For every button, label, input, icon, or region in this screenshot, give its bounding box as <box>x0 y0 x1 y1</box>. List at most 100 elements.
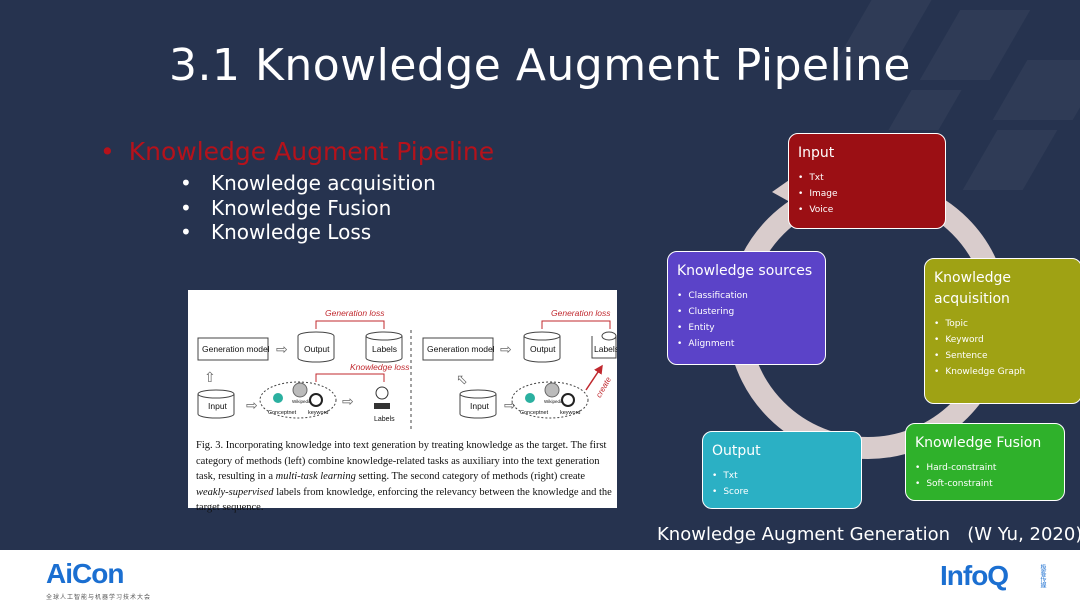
labels-cylinder-body <box>365 336 403 363</box>
knowledge-ellipse <box>259 381 337 419</box>
conceptnet-icon <box>273 393 283 403</box>
node-item: Sentence <box>934 348 1072 364</box>
input-label: Input <box>208 401 228 411</box>
keyword-label: keyword <box>560 410 580 416</box>
generation-loss-label: Generation loss <box>551 308 611 318</box>
infoq-logo-subtitle: 极客传媒 <box>1039 564 1046 588</box>
output-cylinder <box>298 336 334 358</box>
arrow-up-icon: ⇧ <box>204 369 216 385</box>
generation-model-label: Generation model <box>202 344 270 354</box>
node-items: Txt Score <box>712 468 852 500</box>
labels-cylinder-body <box>591 336 617 359</box>
conceptnet-icon <box>525 393 535 403</box>
caption-emphasis: weakly-supervised <box>196 486 274 498</box>
cycle-arrowhead-icon <box>772 178 792 202</box>
knowledge-ellipse <box>511 381 589 419</box>
node-item: Hard-constraint <box>915 460 1055 476</box>
generation-loss-label: Generation loss <box>325 308 385 318</box>
sub-bullet: • Knowledge Fusion <box>180 196 391 220</box>
wikipedia-icon <box>544 382 560 398</box>
knowledge-loss-bracket <box>315 373 385 382</box>
caption-text: labels from knowledge, enforcing the rel… <box>196 486 612 514</box>
wikipedia-label: Wikipedia <box>544 399 564 404</box>
labels-label: Labels <box>372 344 397 354</box>
node-item: Score <box>712 484 852 500</box>
generation-model-label: Generation model <box>427 344 495 354</box>
main-bullet-text: Knowledge Augment Pipeline <box>128 137 495 166</box>
arrow-up-left-icon: ⬁ <box>456 371 468 387</box>
figure-caption: Fig. 3. Incorporating knowledge into tex… <box>196 438 614 516</box>
arrow-right-icon: ⇨ <box>276 341 288 357</box>
node-items: Hard-constraint Soft-constraint <box>915 460 1055 492</box>
aicon-logo: AiCon <box>46 558 124 589</box>
bullet-dot-icon: • <box>180 171 192 195</box>
bullet-dot-icon: • <box>180 196 192 220</box>
node-item: Clustering <box>677 304 816 320</box>
generation-model-box <box>422 337 494 361</box>
input-label: Input <box>470 401 490 411</box>
cycle-node-sources: Knowledge sources Classification Cluster… <box>667 251 826 365</box>
node-items: Classification Clustering Entity Alignme… <box>677 288 816 352</box>
output-cylinder-body <box>297 336 335 363</box>
labels2-label: Labels <box>374 416 395 423</box>
node-item: Image <box>798 186 936 202</box>
cycle-node-input: Input Txt Image Voice <box>788 133 946 229</box>
output-cylinder-body <box>523 336 561 363</box>
labels-label: Labels <box>594 344 617 354</box>
node-title: Input <box>798 145 835 161</box>
generation-loss-bracket <box>315 320 385 329</box>
node-items: Topic Keyword Sentence Knowledge Graph <box>934 316 1072 380</box>
bullet-dot-icon: • <box>100 137 115 166</box>
node-item: Txt <box>798 170 936 186</box>
wikipedia-label: Wikipedia <box>292 399 312 404</box>
wikipedia-icon <box>292 382 308 398</box>
arrow-right-icon: ⇨ <box>342 393 354 409</box>
bullet-dot-icon: • <box>180 220 192 244</box>
output-label: Output <box>530 344 556 354</box>
sub-bullet-text: Knowledge Fusion <box>211 196 392 220</box>
node-item: Alignment <box>677 336 816 352</box>
main-bullet: • Knowledge Augment Pipeline <box>100 137 494 166</box>
keyword-search-icon <box>309 393 323 407</box>
lightbulb-icon <box>375 386 389 400</box>
sub-bullet-text: Knowledge Loss <box>211 220 372 244</box>
node-item: Classification <box>677 288 816 304</box>
sub-bullet: • Knowledge acquisition <box>180 171 436 195</box>
sub-bullet: • Knowledge Loss <box>180 220 371 244</box>
conceptnet-label: Conceptnet <box>268 410 297 416</box>
keyword-search-icon <box>561 393 575 407</box>
node-item: Soft-constraint <box>915 476 1055 492</box>
node-items: Txt Image Voice <box>798 170 936 218</box>
slide-title: 3.1 Knowledge Augment Pipeline <box>169 40 911 91</box>
generation-loss-bracket <box>541 320 611 329</box>
node-title: Knowledge Fusion <box>915 435 1042 451</box>
arrow-right-icon: ⇨ <box>504 397 516 413</box>
node-title: Output <box>712 443 761 459</box>
arrow-right-icon: ⇨ <box>500 341 512 357</box>
input-cylinder-body <box>459 394 497 419</box>
reference-citation: Knowledge Augment Generation (W Yu, 2020… <box>657 524 1080 545</box>
node-item: Entity <box>677 320 816 336</box>
node-item: Topic <box>934 316 1072 332</box>
keyword-label: keyword <box>308 410 328 416</box>
infoq-logo: InfoQ <box>940 560 1009 591</box>
node-item: Voice <box>798 202 936 218</box>
caption-text: setting. The second category of methods … <box>355 471 586 482</box>
conceptnet-label: Conceptnet <box>520 410 549 416</box>
node-item: Txt <box>712 468 852 484</box>
aicon-logo-subtitle: 全球人工智能与机器学习技术大会 <box>46 594 152 601</box>
sub-bullet-text: Knowledge acquisition <box>211 171 436 195</box>
caption-emphasis: multi-task learning <box>275 471 356 482</box>
create-arrow <box>585 364 603 391</box>
figure-diagram: Generation loss Generation model ⇨ Outpu… <box>197 308 617 430</box>
book-icon <box>374 403 390 409</box>
footer-bar: AiCon 全球人工智能与机器学习技术大会 InfoQ 极客传媒 <box>0 550 1080 608</box>
slide: 3.1 Knowledge Augment Pipeline • Knowledg… <box>0 0 1080 550</box>
knowledge-loss-label: Knowledge loss <box>350 362 410 372</box>
cycle-node-acquisition: Knowledge acquisition Topic Keyword Sent… <box>924 258 1080 404</box>
paper-figure: Generation loss Generation model ⇨ Outpu… <box>188 290 617 513</box>
node-item: Keyword <box>934 332 1072 348</box>
cycle-node-output: Output Txt Score <box>702 431 862 509</box>
caption-text: Fig. 3. Incorporating knowledge into tex… <box>196 440 607 482</box>
node-item: Knowledge Graph <box>934 364 1072 380</box>
